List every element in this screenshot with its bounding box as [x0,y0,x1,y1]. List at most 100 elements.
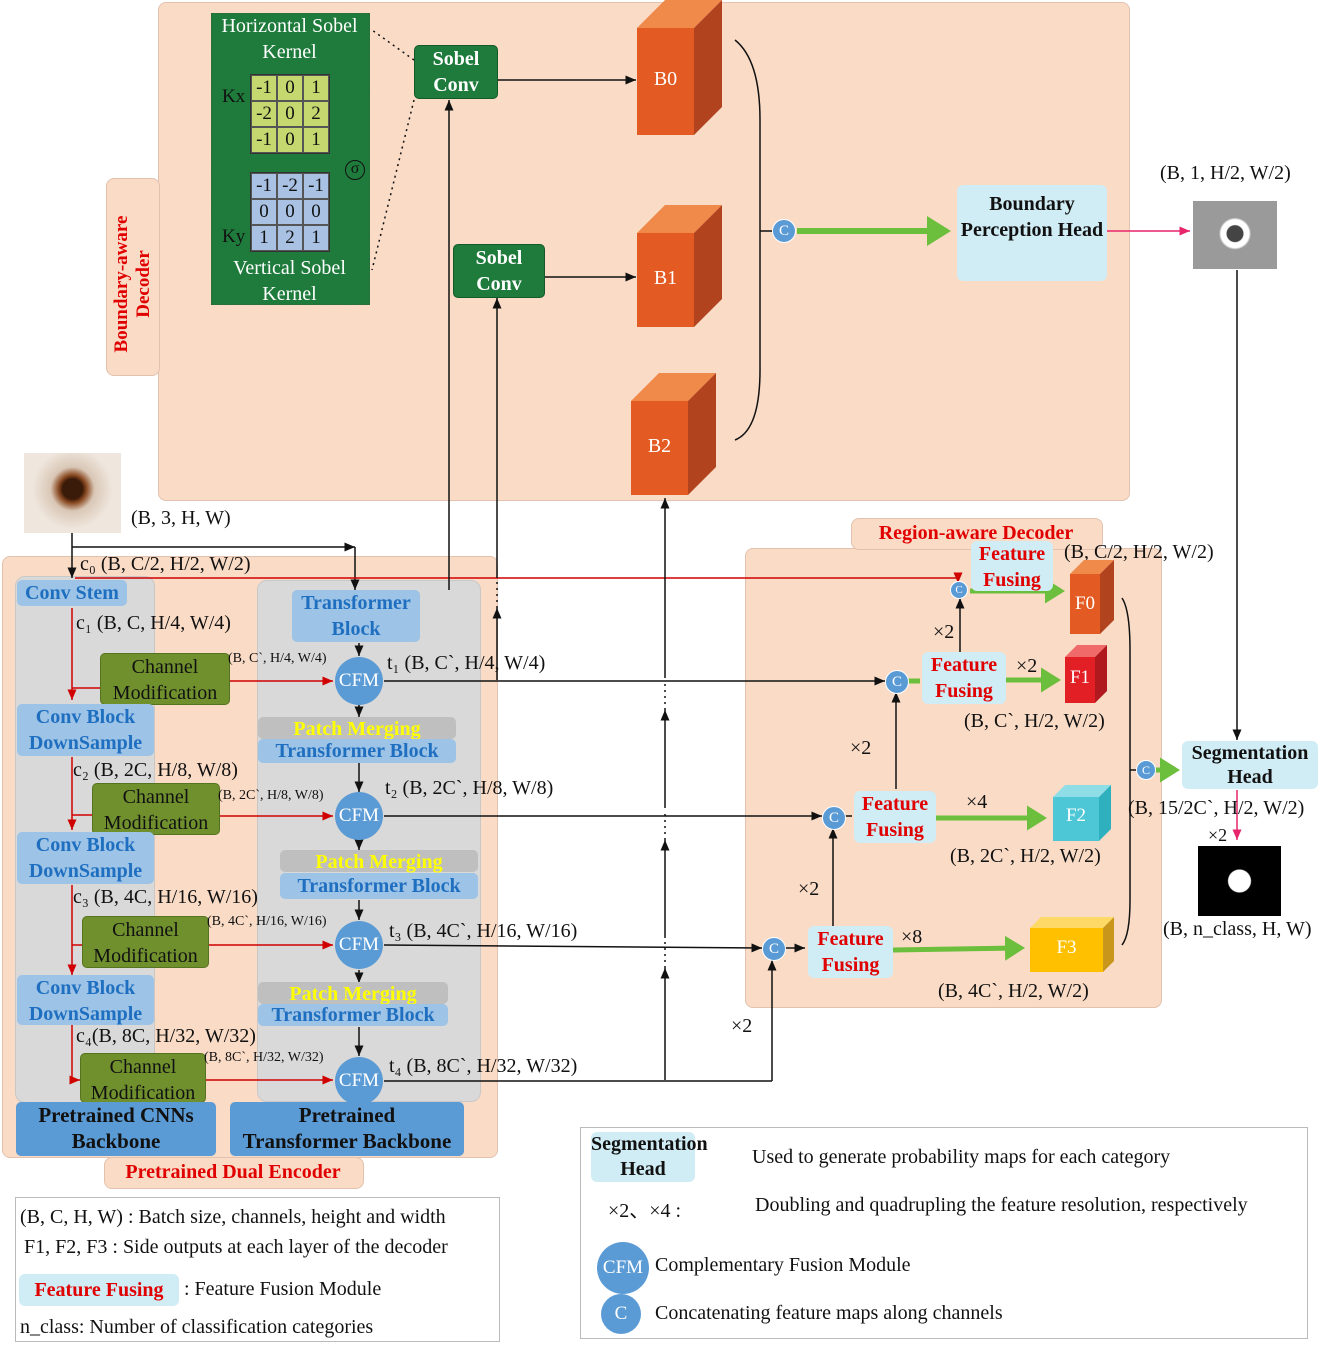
ff3-line1: Feature [817,928,884,950]
tr-backbone-line2: Transformer Backbone [242,1129,452,1153]
encoder-title-tab [104,1157,364,1189]
kx-cell: -1 [251,127,277,153]
downsample-2-label: DownSample [28,860,143,882]
cfm-4[interactable]: CFM [335,1057,383,1105]
transformer-block-3[interactable]: Transformer Block [258,1004,448,1026]
b1-cube-shape [637,205,722,327]
legend-scale-key: ×2、×4 : [608,1200,682,1222]
legend-f123-key: F1, F2, F3 : [24,1236,118,1258]
conv-block-1-label: Conv Block [35,706,136,728]
f3-shape: (B, 4C`, H/2, W/2) [938,980,1089,1002]
f3-label: F3 [1056,937,1077,958]
ky-cell: -1 [303,173,329,199]
ff2-line2: Fusing [866,819,924,841]
c3-label: c₃ (B, 4C, H/16, W/16) [73,886,258,908]
boundary-perception-head[interactable]: Boundary Perception Head [957,185,1107,281]
ky-cell: 0 [277,199,303,225]
tb1-label: Transformer Block [275,740,439,762]
cm1-line1: Channel [131,656,199,678]
cfm-3[interactable]: CFM [335,921,383,969]
ky-cell: 1 [251,225,277,251]
x2-f0: ×2 [933,621,955,643]
legend-seg-head-line2: Head [620,1158,666,1180]
pm1-label: Patch Merging [293,718,421,740]
conv-block-3-label: Conv Block [35,977,136,999]
concat-node-0: C [950,581,968,599]
pm3-label: Patch Merging [289,983,417,1005]
sobel-kernel-box [211,13,370,305]
b1-label: B1 [653,267,678,289]
pm2-label: Patch Merging [315,851,443,873]
cm4-line1: Channel [109,1056,177,1078]
b0-cube: B0 [637,0,722,135]
cfm-1[interactable]: CFM [335,657,383,705]
b0-cube-shape [637,0,722,135]
input-lesion-image [24,453,121,533]
f1-cube: F1 [1065,645,1107,703]
conv-stem[interactable]: Conv Stem [17,580,127,606]
cm4-line2: Modification [90,1082,196,1104]
concat-node-1: C [885,670,909,694]
ff2-line1: Feature [861,793,929,815]
sobel-conv-1[interactable]: Sobel Conv [414,45,498,99]
ff0-line1: Feature [978,543,1046,565]
x4-f2: ×4 [966,791,988,813]
ky-cell: 0 [251,199,277,225]
transformer-block-1[interactable]: Transformer Block [258,739,456,763]
boundary-decoder-title-tab [106,178,160,376]
tr-backbone-line1: Pretrained [298,1103,396,1127]
seg-head-input-shape: (B, 15/2C`, H/2, W/2) [1128,797,1305,819]
ky-cell: -2 [277,173,303,199]
f3-cube-shape [1030,917,1114,972]
downsample-1-label: DownSample [28,732,143,754]
sobel-conv-2[interactable]: Sobel Conv [453,244,545,298]
b2-cube: B2 [631,373,716,495]
ky-cell: -1 [251,173,277,199]
legend-bchw-desc: Batch size, channels, height and width [138,1206,446,1228]
cnn-backbone-line2: Backbone [71,1129,161,1153]
ff3-line2: Fusing [821,954,880,976]
ky-cell: 0 [303,199,329,225]
f0-cube-shape [1070,560,1114,634]
legend-concat-desc: Concatenating feature maps along channel… [655,1302,1003,1324]
tb3-label: Transformer Block [271,1004,435,1026]
b2-cube-shape [631,373,716,495]
ky-cell: 1 [303,225,329,251]
legend-bchw: (B, C, H, W) : Batch size, channels, hei… [20,1206,446,1229]
f3-cube: F3 [1030,917,1114,972]
c1-label: c₁ (B, C, H/4, W/4) [76,612,231,634]
f2-cube: F2 [1053,785,1111,841]
kx-cell: -1 [251,75,277,101]
f1-label: F1 [1069,667,1091,688]
conv-stem-label: Conv Stem [25,582,119,604]
sigma-node: σ [345,160,365,180]
boundary-output-image [1193,201,1277,269]
cm3-line1: Channel [112,919,179,941]
patch-merging-2[interactable]: Patch Merging [280,850,478,873]
cfm-2[interactable]: CFM [335,792,383,840]
patch-merging-1[interactable]: Patch Merging [258,717,456,740]
kx-cell: 1 [303,127,329,153]
c0-label: c₀ (B, C/2, H/2, W/2) [80,553,251,575]
f0-label: F0 [1074,593,1096,614]
legend-seg-head-desc: Used to generate probability maps for ea… [752,1146,1171,1168]
patch-merging-3[interactable]: Patch Merging [258,982,448,1005]
transformer-block-2[interactable]: Transformer Block [280,873,478,899]
cm2-line2: Modification [103,812,209,834]
